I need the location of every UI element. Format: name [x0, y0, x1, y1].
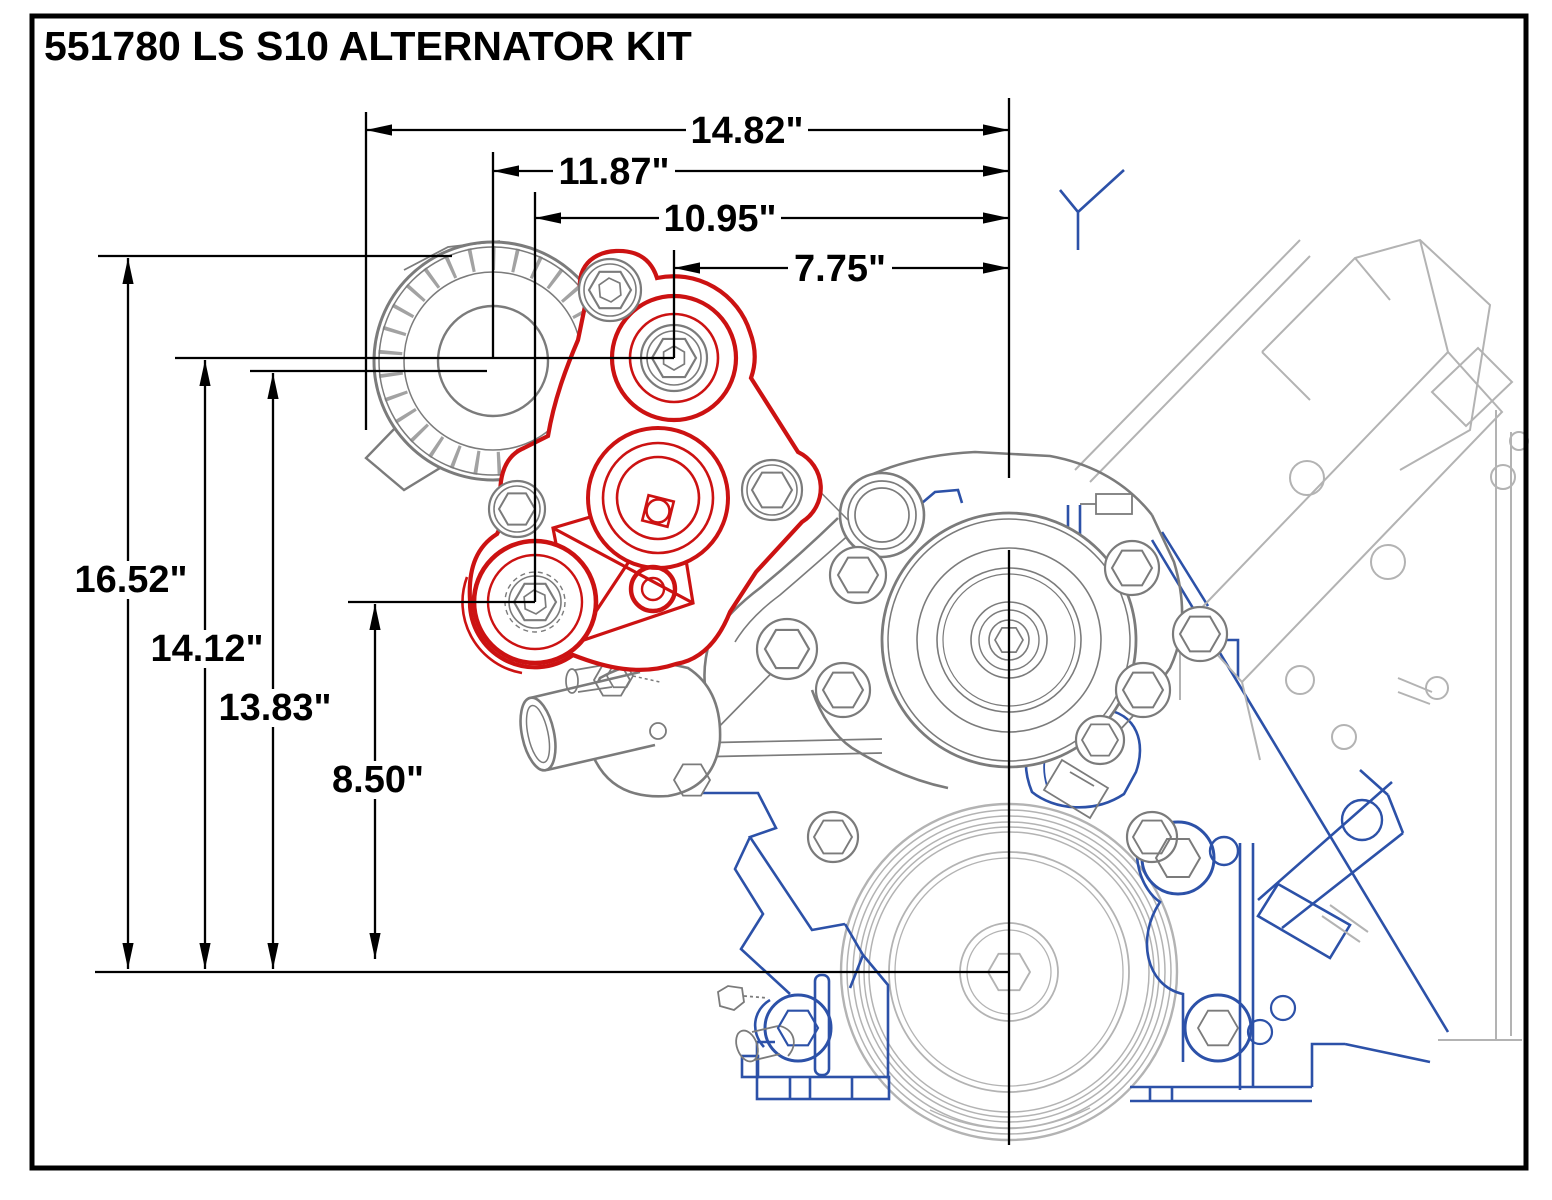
dimension-label: 10.95" [663, 198, 776, 240]
dimension-label: 16.52" [74, 559, 187, 601]
water-pump [684, 447, 1184, 790]
belt-tensioner [586, 426, 730, 614]
alternator-bracket-kit [461, 248, 823, 675]
dimension-label: 11.87" [558, 151, 669, 193]
dimension-label: 7.75" [794, 248, 886, 290]
sensor [1042, 758, 1110, 820]
engine-mount-bracket [702, 791, 846, 932]
bracket-bolts [487, 257, 804, 539]
cylinder-head-assembly [1074, 238, 1529, 1041]
dimension-label: 13.83" [218, 687, 331, 729]
dimension-label: 14.12" [150, 628, 263, 670]
dimension-label: 8.50" [332, 759, 424, 801]
drawing-border [29, 13, 1529, 1171]
oil-pan-rail-right [1130, 1042, 1431, 1103]
timing-cover-bolts [757, 539, 1238, 1045]
dimension-label: 14.82" [690, 110, 803, 152]
dimension-annotations: 14.82" 11.87" 10.95" 7.75" 16.52" 14.12"… [70, 98, 1011, 1145]
mount-hardware [717, 985, 795, 1063]
drawing-title: 551780 LS S10 ALTERNATOR KIT [44, 23, 692, 69]
thermostat-housing [519, 663, 722, 796]
